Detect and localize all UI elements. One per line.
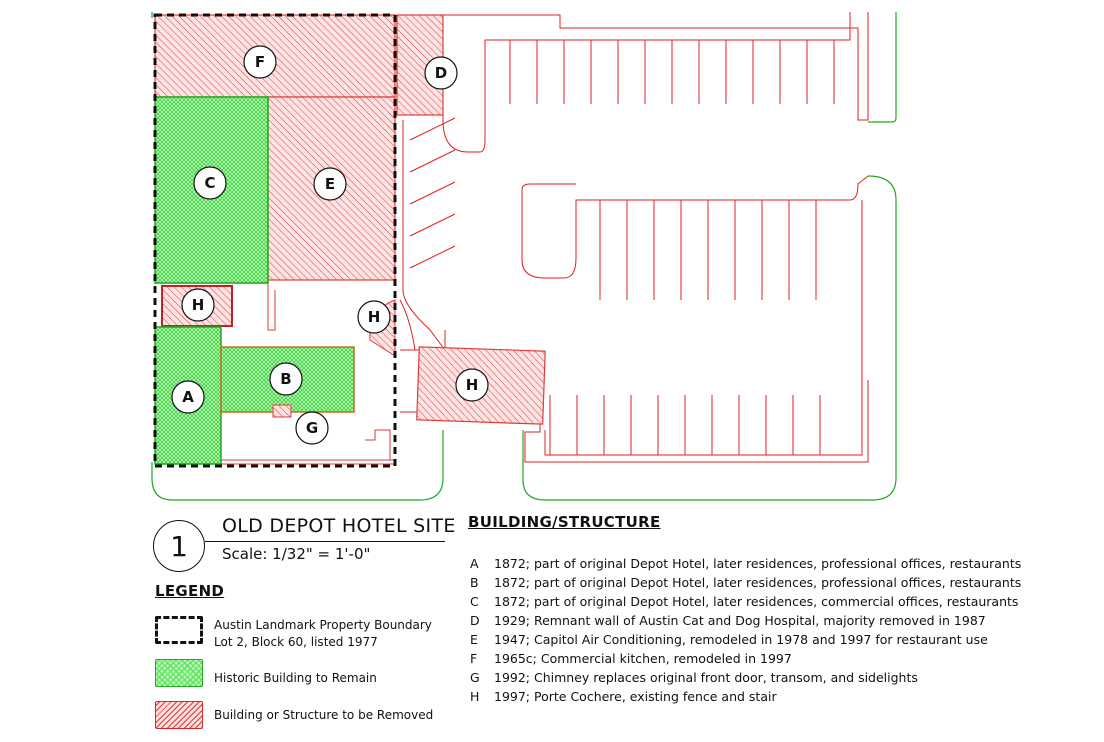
row-key: E xyxy=(470,632,478,647)
plan-label-b: B xyxy=(269,362,303,396)
plan-label-h-right: H xyxy=(455,368,489,402)
svg-text:A: A xyxy=(182,388,194,406)
property-boundary xyxy=(153,13,397,468)
row-key: C xyxy=(470,594,479,609)
row-text: 1872; part of original Depot Hotel, late… xyxy=(494,556,1022,571)
fence-lines xyxy=(221,283,395,465)
row-text: 1872; part of original Depot Hotel, late… xyxy=(494,575,1022,590)
row-key: G xyxy=(470,670,480,685)
svg-text:C: C xyxy=(204,174,215,192)
row-text: 1992; Chimney replaces original front do… xyxy=(494,670,918,685)
building-row-g: G 1992; Chimney replaces original front d… xyxy=(470,670,918,685)
building-row-e: E 1947; Capitol Air Conditioning, remodel… xyxy=(470,632,988,647)
legend-remove-swatch xyxy=(155,701,203,729)
parking-stall-line xyxy=(409,149,456,173)
row-key: H xyxy=(470,689,480,704)
legend-boundary-label: Austin Landmark Property Boundary Lot 2,… xyxy=(214,617,432,651)
row-text: 1947; Capitol Air Conditioning, remodele… xyxy=(494,632,988,647)
svg-text:B: B xyxy=(280,370,291,388)
svg-text:G: G xyxy=(306,419,318,437)
plan-label-e: E xyxy=(313,167,347,201)
parking-stalls-top xyxy=(409,40,835,455)
row-text: 1997; Porte Cochere, existing fence and … xyxy=(494,689,777,704)
plan-label-c: C xyxy=(193,166,227,200)
row-key: F xyxy=(470,651,478,666)
legend-boundary-line1: Austin Landmark Property Boundary xyxy=(214,618,432,632)
plan-label-f: F xyxy=(243,45,277,79)
row-key: A xyxy=(470,556,479,571)
building-row-a: A 1872; part of original Depot Hotel, lat… xyxy=(470,556,1021,571)
legend-boundary-swatch xyxy=(155,616,203,644)
svg-text:H: H xyxy=(466,376,479,394)
legend-heading: LEGEND xyxy=(155,582,225,600)
legend-boundary-line2: Lot 2, Block 60, listed 1977 xyxy=(214,635,378,649)
building-row-h: H 1997; Porte Cochere, existing fence and… xyxy=(470,689,777,704)
title-rule xyxy=(205,541,445,542)
legend-remain-swatch xyxy=(155,659,203,687)
plan-label-h-left: H xyxy=(181,288,215,322)
building-row-d: D 1929; Remnant wall of Austin Cat and Do… xyxy=(470,613,986,628)
sheet-number: 1 xyxy=(153,520,205,572)
structure-g-chimney[interactable] xyxy=(272,404,292,418)
svg-text:D: D xyxy=(435,64,447,82)
building-row-c: C 1872; part of original Depot Hotel, lat… xyxy=(470,594,1018,609)
building-e[interactable] xyxy=(267,96,396,281)
parking-stall-line xyxy=(409,213,456,237)
site-title: OLD DEPOT HOTEL SITE xyxy=(222,515,456,537)
building-row-b: B 1872; part of original Depot Hotel, lat… xyxy=(470,575,1021,590)
parking-stall-line xyxy=(409,181,456,205)
parking-stall-line xyxy=(409,245,456,269)
plan-label-a: A xyxy=(171,380,205,414)
parking-lot xyxy=(399,12,869,463)
parking-stall-line xyxy=(409,117,456,141)
row-text: 1929; Remnant wall of Austin Cat and Dog… xyxy=(494,613,986,628)
legend-remain-label: Historic Building to Remain xyxy=(214,671,377,685)
legend-remove-label: Building or Structure to be Removed xyxy=(214,708,434,722)
row-key: B xyxy=(470,575,479,590)
plan-label-h-mid: H xyxy=(357,300,391,334)
row-key: D xyxy=(470,613,480,628)
scale-note: Scale: 1/32" = 1'-0" xyxy=(222,545,371,563)
svg-text:E: E xyxy=(325,175,335,193)
curb-lines xyxy=(151,12,897,501)
plan-label-g: G xyxy=(295,411,329,445)
svg-text:H: H xyxy=(368,308,381,326)
row-text: 1965c; Commercial kitchen, remodeled in … xyxy=(494,651,792,666)
svg-text:F: F xyxy=(255,53,265,71)
buildings-heading: BUILDING/STRUCTURE xyxy=(468,513,661,531)
plan-label-d: D xyxy=(424,56,458,90)
row-text: 1872; part of original Depot Hotel, late… xyxy=(494,594,1019,609)
svg-text:H: H xyxy=(192,296,205,314)
building-row-f: F 1965c; Commercial kitchen, remodeled in… xyxy=(470,651,792,666)
